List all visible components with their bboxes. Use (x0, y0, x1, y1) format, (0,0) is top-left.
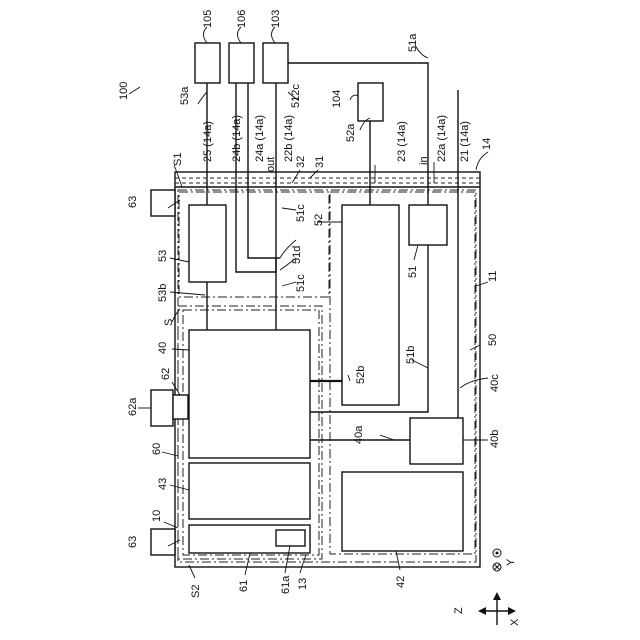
axis-label-x: X (509, 618, 521, 626)
label-50: 50 (487, 334, 499, 346)
component-43 (189, 463, 310, 519)
label-100: 100 (118, 82, 130, 100)
label-23: 23 (14a) (396, 121, 408, 162)
component-103 (263, 43, 288, 83)
label-32: 32 (295, 156, 307, 168)
axis-label-y: Y (505, 558, 517, 566)
label-61: 61 (238, 580, 250, 592)
label-51b: 51b (405, 346, 417, 364)
label-62: 62 (160, 368, 172, 380)
label-14: 14 (481, 138, 493, 150)
part-63-bottom (151, 529, 175, 555)
label-52: 52 (313, 214, 325, 226)
label-22b: 22b (14a) (283, 115, 295, 162)
label-40b: 40b (489, 430, 501, 448)
label-52b: 52b (355, 366, 367, 384)
label-53: 53 (157, 250, 169, 262)
component-61a (276, 530, 305, 546)
label-S: S (163, 319, 175, 326)
part-63-top (151, 190, 175, 216)
label-10: 10 (151, 510, 163, 522)
label-53b: 53b (157, 284, 169, 302)
label-S2: S2 (190, 585, 202, 598)
label-40a: 40a (353, 425, 365, 444)
label-60: 60 (151, 443, 163, 455)
label-51d: 51d (291, 246, 303, 264)
label-512c: 512c (290, 84, 302, 108)
label-13: 13 (297, 578, 309, 590)
label-24b: 24b (14a) (231, 115, 243, 162)
label-51c-2: 51c (295, 274, 307, 292)
label-24a: 24a (14a) (254, 115, 266, 162)
label-51c-1: 51c (295, 204, 307, 222)
label-103: 103 (270, 10, 282, 28)
component-51 (409, 205, 447, 245)
label-42: 42 (395, 576, 407, 588)
label-22a: 22a (14a) (436, 115, 448, 162)
part-62a (151, 390, 173, 426)
component-106 (229, 43, 254, 83)
label-31: 31 (314, 156, 326, 168)
label-in: in (418, 156, 430, 165)
component-42 (342, 472, 463, 551)
label-62a: 62a (127, 397, 139, 416)
label-25: 25 (14a) (202, 121, 214, 162)
label-21: 21 (14a) (459, 121, 471, 162)
axis-label-z: Z (453, 607, 465, 614)
label-106: 106 (236, 10, 248, 28)
label-63-top: 63 (127, 196, 139, 208)
part-62 (173, 395, 188, 419)
label-S1: S1 (172, 153, 184, 166)
component-105 (195, 43, 220, 83)
component-104 (358, 83, 383, 121)
label-63-bottom: 63 (127, 536, 139, 548)
label-51: 51 (407, 266, 419, 278)
label-43: 43 (157, 478, 169, 490)
label-40c: 40c (489, 374, 501, 392)
label-105: 105 (202, 10, 214, 28)
label-out: out (265, 157, 277, 172)
component-40 (189, 330, 310, 458)
label-40: 40 (157, 342, 169, 354)
component-40b (410, 418, 463, 464)
label-52a: 52a (345, 123, 357, 142)
label-61a: 61a (280, 575, 292, 594)
label-51a: 51a (407, 33, 419, 52)
component-53 (189, 205, 226, 282)
label-53a: 53a (179, 86, 191, 105)
label-104: 104 (331, 90, 343, 108)
component-52 (342, 205, 399, 405)
label-11: 11 (487, 271, 499, 282)
